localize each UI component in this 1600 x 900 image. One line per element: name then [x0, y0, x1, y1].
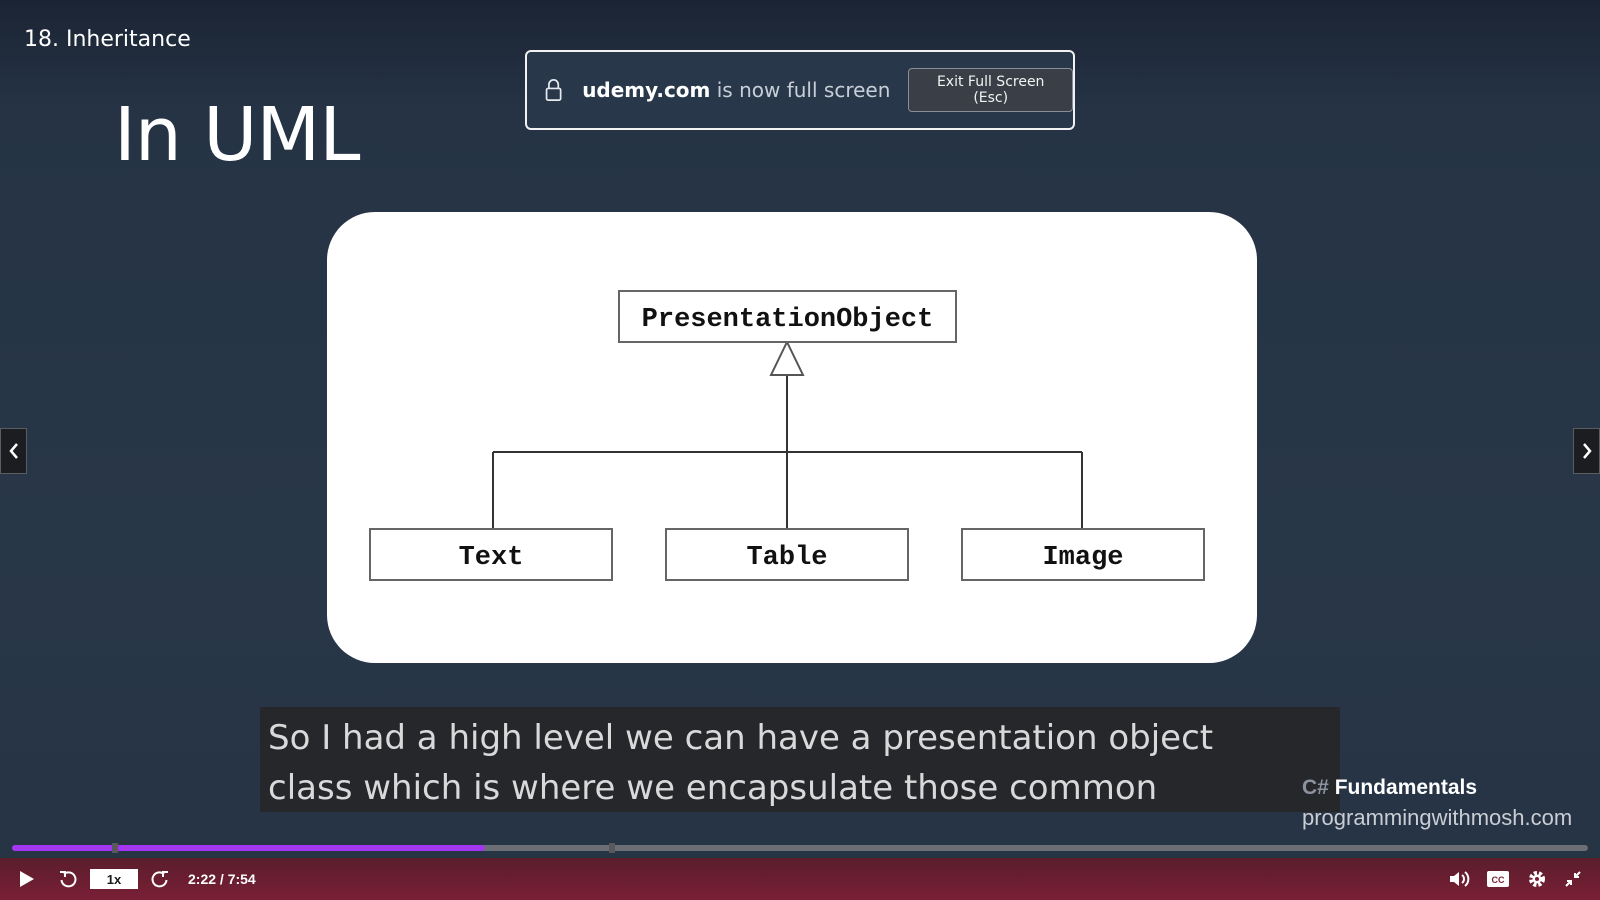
rewind-button[interactable] — [58, 869, 78, 889]
uml-class-label-text: Text — [459, 543, 524, 573]
svg-text:CC: CC — [1492, 875, 1505, 885]
settings-button[interactable] — [1526, 868, 1548, 890]
chapter-marker — [609, 843, 615, 853]
rewind-icon — [60, 871, 77, 888]
uml-class-presentationobject: PresentationObject — [618, 290, 957, 343]
brand-title: C# Fundamentals — [1302, 776, 1572, 800]
uml-class-table: Table — [665, 528, 909, 581]
closed-captions-icon: CC — [1487, 871, 1509, 887]
forward-button[interactable] — [150, 869, 170, 889]
fullscreen-domain: udemy.com — [582, 78, 711, 102]
course-branding: C# Fundamentals programmingwithmosh.com — [1302, 776, 1572, 831]
uml-class-label-parent: PresentationObject — [642, 305, 934, 335]
brand-prefix: C# — [1302, 776, 1329, 799]
exit-fullscreen-button[interactable]: Exit Full Screen (Esc) — [908, 68, 1073, 112]
chevron-right-icon — [1582, 443, 1592, 459]
brand-url: programmingwithmosh.com — [1302, 805, 1573, 830]
uml-class-image: Image — [961, 528, 1205, 581]
fullscreen-message-text: is now full screen — [710, 78, 891, 102]
captions-button[interactable]: CC — [1486, 870, 1510, 888]
lock-icon — [545, 79, 562, 102]
exit-fullscreen-icon — [1565, 871, 1581, 887]
slide-heading: In UML — [114, 92, 360, 178]
uml-class-label-table: Table — [746, 543, 827, 573]
play-icon — [20, 871, 34, 887]
playback-speed-button[interactable]: 1x — [90, 869, 138, 889]
brand-name: Fundamentals — [1334, 776, 1478, 799]
progress-fill — [12, 845, 485, 851]
chapter-marker — [112, 843, 118, 853]
fullscreen-message: udemy.com is now full screen — [582, 78, 890, 102]
inheritance-arrowhead — [769, 339, 805, 376]
chevron-left-icon — [8, 443, 18, 459]
caption-line-1: So I had a high level we can have a pres… — [268, 718, 1214, 758]
uml-class-text: Text — [369, 528, 613, 581]
gear-icon — [1529, 871, 1545, 887]
lecture-title: 18. Inheritance — [24, 27, 191, 52]
player-controls: 1x 2:22 / 7:54 CC — [0, 858, 1600, 900]
progress-bar[interactable] — [12, 843, 1588, 853]
uml-diagram-svg: PresentationObject Text Table Image — [369, 290, 1205, 581]
next-lecture-button[interactable] — [1573, 428, 1600, 474]
play-button[interactable] — [18, 869, 36, 889]
volume-button[interactable] — [1448, 869, 1470, 889]
caption-line-2: class which is where we encapsulate thos… — [268, 768, 1158, 808]
subtitle-caption: So I had a high level we can have a pres… — [260, 707, 1340, 812]
fullscreen-notice: udemy.com is now full screen Exit Full S… — [525, 50, 1075, 130]
forward-icon — [151, 871, 168, 888]
exit-fullscreen-toggle[interactable] — [1564, 870, 1582, 888]
uml-class-label-image: Image — [1042, 543, 1123, 573]
previous-lecture-button[interactable] — [0, 428, 27, 474]
volume-icon — [1450, 871, 1470, 887]
time-display: 2:22 / 7:54 — [188, 871, 256, 887]
uml-diagram: PresentationObject Text Table Image — [327, 212, 1257, 663]
